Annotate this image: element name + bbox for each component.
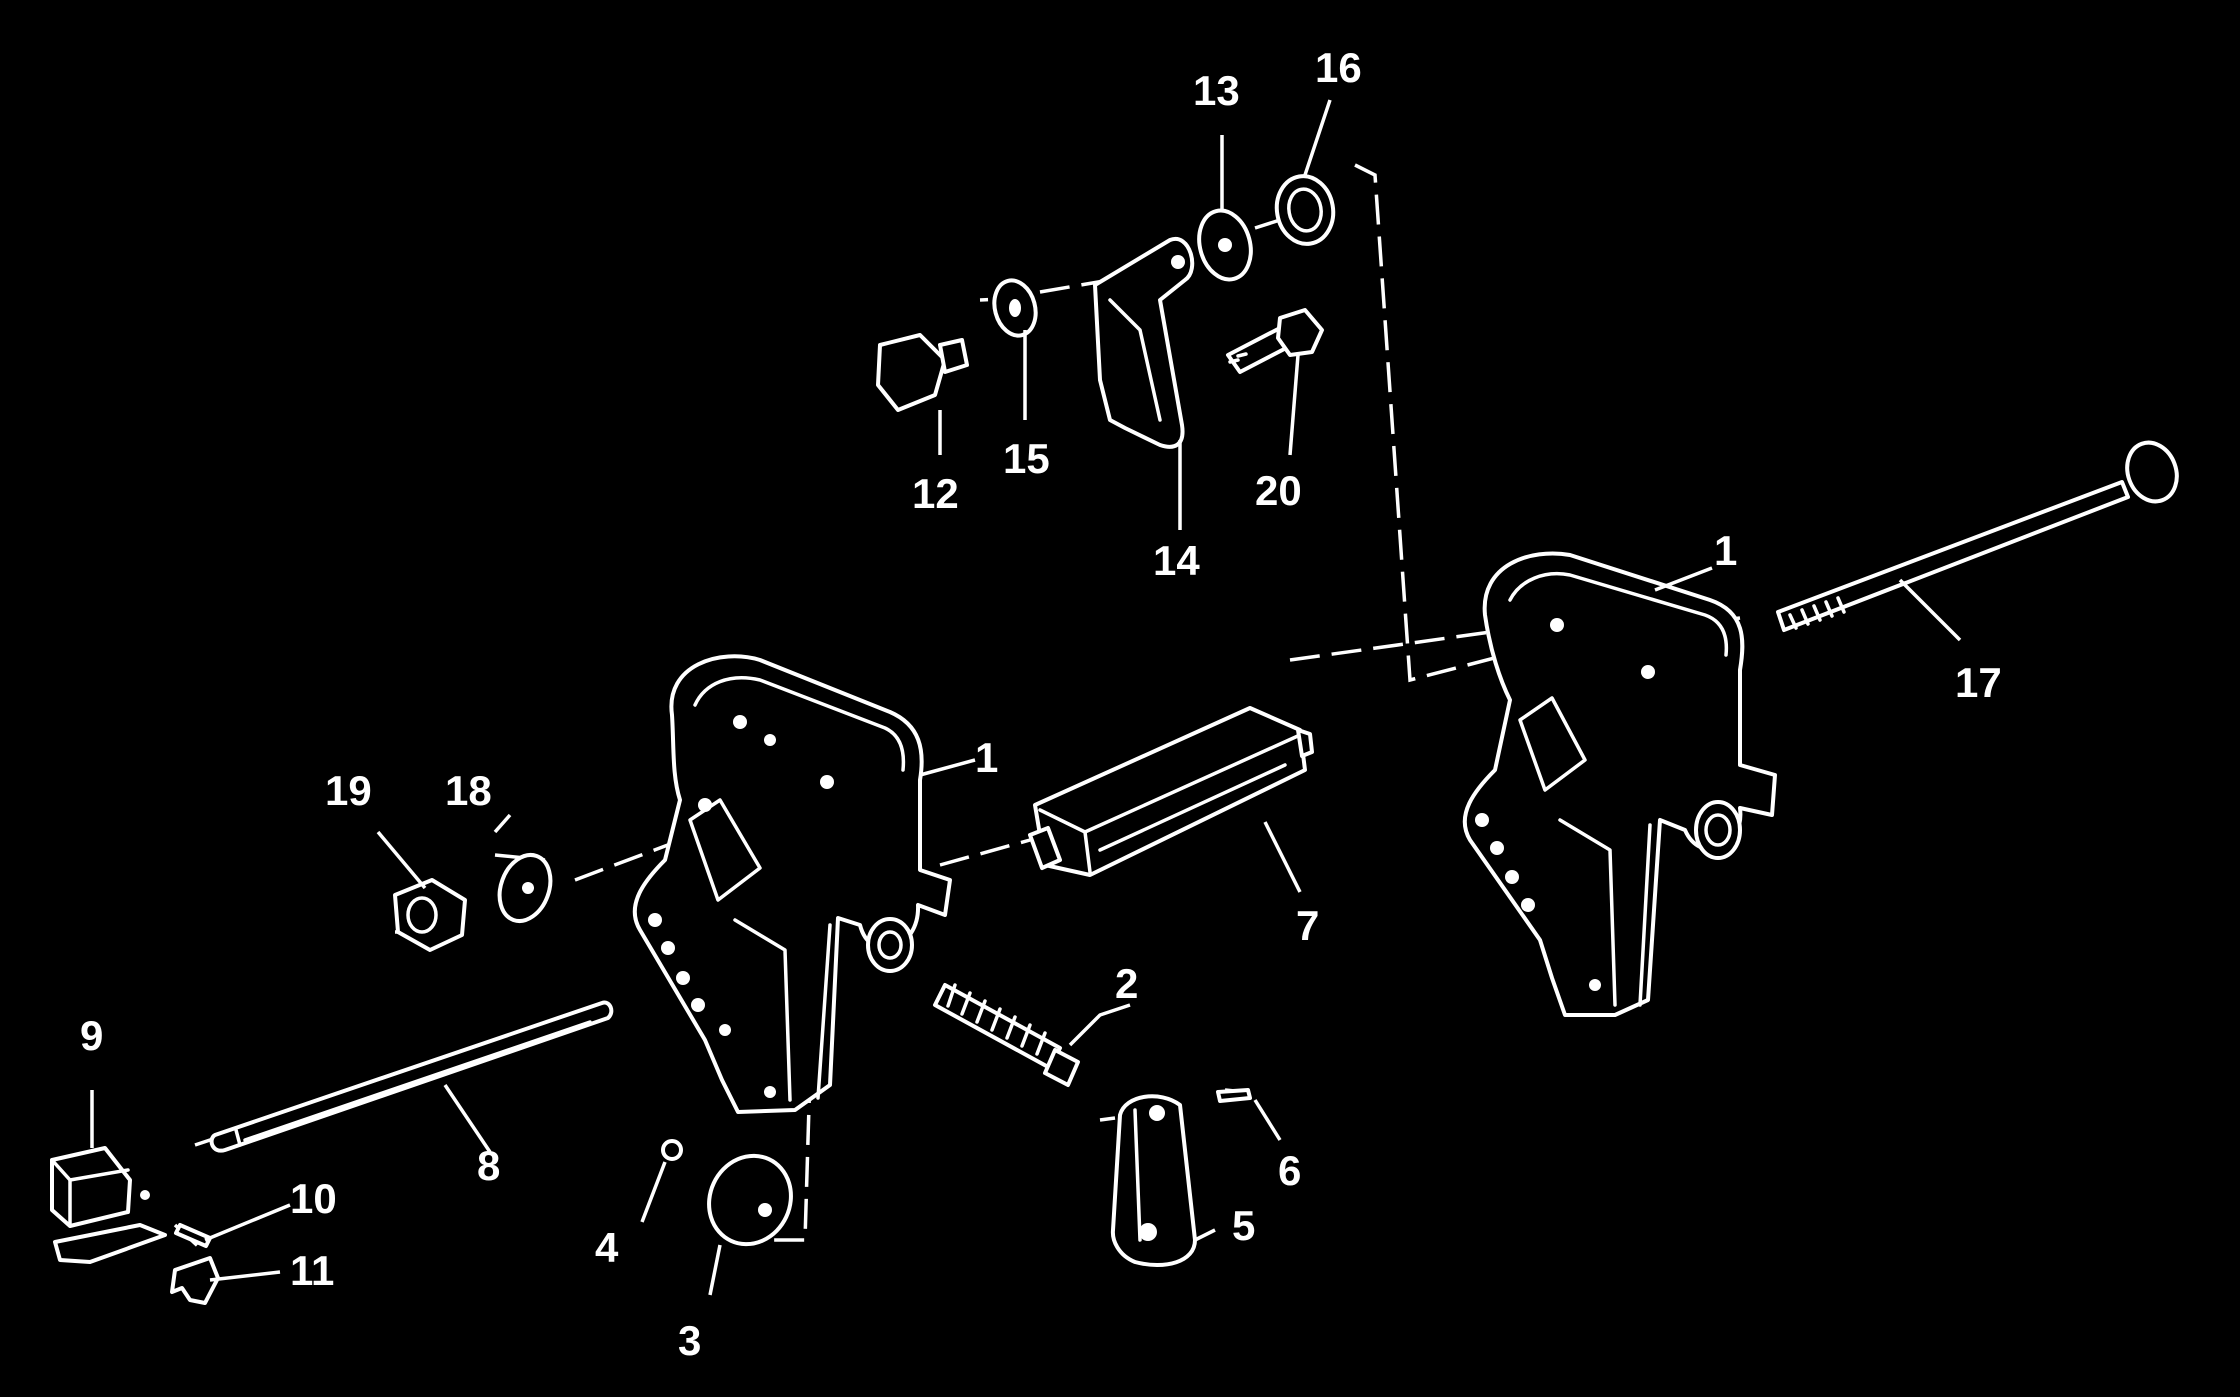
callout-18: 18 — [445, 767, 492, 814]
callout-1-left-bracket: 1 — [975, 734, 998, 781]
callout-11: 11 — [290, 1247, 334, 1294]
callout-6: 6 — [1278, 1147, 1301, 1194]
clip-11 — [170, 1256, 220, 1305]
callout-19: 19 — [325, 767, 372, 814]
callout-8: 8 — [477, 1142, 500, 1189]
shaft — [209, 1000, 614, 1153]
callout-5: 5 — [1232, 1202, 1255, 1249]
callout-16: 16 — [1315, 44, 1362, 91]
nut-19 — [393, 878, 467, 952]
small-screw — [661, 1139, 683, 1161]
callout-4: 4 — [595, 1224, 619, 1271]
clip — [50, 1146, 167, 1264]
callout-labels: 1 1 2 3 4 5 6 7 8 9 10 11 12 13 14 15 16… — [80, 44, 2002, 1364]
spring — [933, 983, 1080, 1087]
callout-20: 20 — [1255, 467, 1302, 514]
hook-lever — [1093, 236, 1195, 449]
long-bolt — [1776, 440, 2179, 632]
right-clamp-bracket — [1462, 551, 1777, 1017]
callout-12: 12 — [912, 470, 959, 517]
callout-3: 3 — [678, 1317, 701, 1364]
callout-17: 17 — [1955, 659, 2002, 706]
left-clamp-bracket — [632, 654, 952, 1114]
callout-15: 15 — [1003, 435, 1050, 482]
washer-13 — [1197, 208, 1253, 282]
callout-10: 10 — [290, 1175, 337, 1222]
cover-disc — [707, 1153, 793, 1247]
lever-link — [1110, 1094, 1197, 1267]
callout-2: 2 — [1115, 960, 1138, 1007]
clamp-pad — [1028, 706, 1314, 877]
callout-14: 14 — [1153, 537, 1200, 584]
ring-16 — [1274, 174, 1336, 246]
bolt-20 — [1226, 308, 1324, 374]
leader-lines — [90, 99, 1962, 1296]
callout-13: 13 — [1193, 67, 1240, 114]
pin-10 — [174, 1223, 212, 1248]
washer-18 — [497, 853, 553, 923]
callout-9: 9 — [80, 1012, 103, 1059]
knob-screw — [876, 333, 969, 412]
washer-15 — [992, 278, 1038, 338]
pin-6 — [1216, 1088, 1252, 1103]
callout-7: 7 — [1296, 902, 1319, 949]
callout-1-right-bracket: 1 — [1714, 527, 1737, 574]
